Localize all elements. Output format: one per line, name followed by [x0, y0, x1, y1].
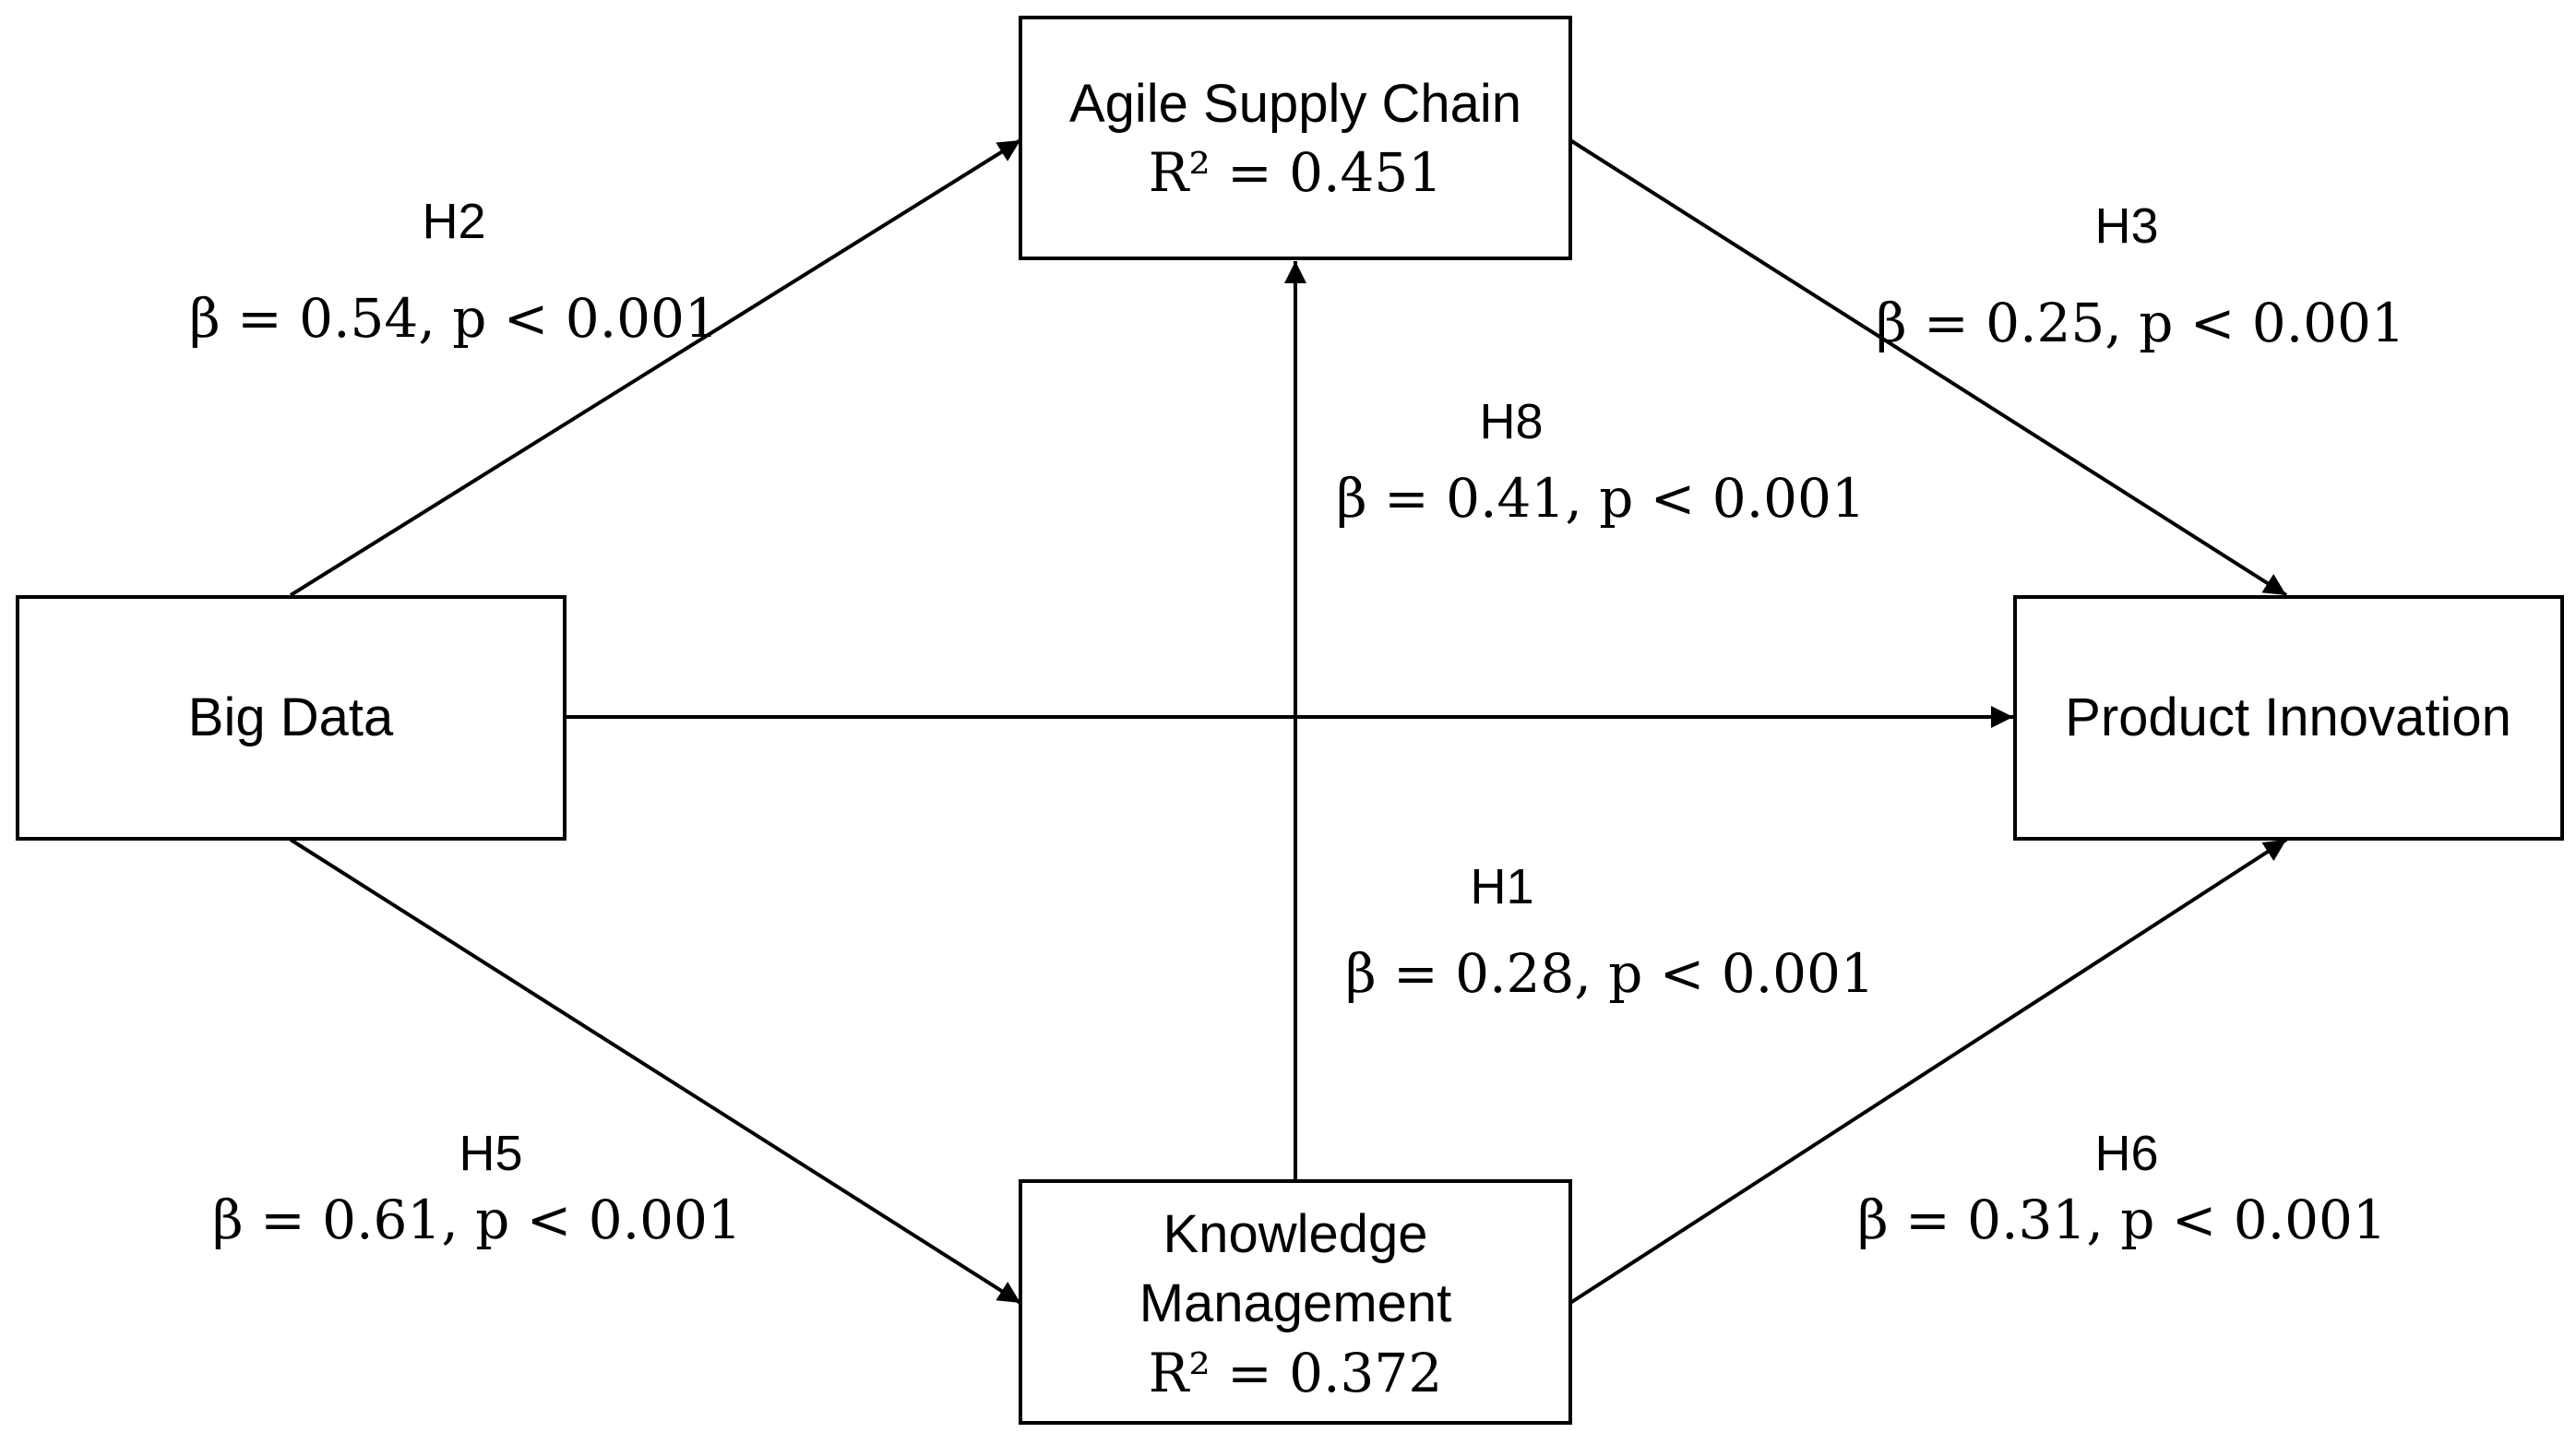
beta-p-value: β = 0.41, p < 0.001	[1336, 467, 1866, 530]
edge-agile-supply-chain-to-product-innovation	[1568, 138, 2288, 597]
beta-p-value: β = 0.61, p < 0.001	[212, 1188, 742, 1251]
node-label-line-2: Management	[1139, 1273, 1452, 1333]
edge-big-data-to-knowledge-management	[289, 838, 1022, 1305]
hypothesis-label: H6	[2094, 1126, 2158, 1181]
beta-p-value: β = 0.54, p < 0.001	[189, 287, 719, 350]
beta-p-value: β = 0.25, p < 0.001	[1876, 292, 2405, 354]
hypothesis-label: H3	[2094, 198, 2158, 254]
path-label-h3: H3 β = 0.25, p < 0.001	[1876, 198, 2405, 354]
node-big-data: Big Data	[16, 595, 566, 841]
hypothesis-label: H1	[1470, 859, 1533, 914]
path-label-h1: H1 β = 0.28, p < 0.001	[1345, 859, 1875, 1005]
node-label: Agile Supply Chain	[1069, 74, 1521, 134]
node-label: Product Innovation	[2065, 687, 2511, 747]
node-product-innovation: Product Innovation	[2013, 595, 2564, 841]
path-label-h5: H5 β = 0.61, p < 0.001	[212, 1126, 742, 1251]
path-label-h8: H8 β = 0.41, p < 0.001	[1336, 394, 1866, 530]
hypothesis-label: H5	[459, 1126, 522, 1181]
r-squared-value: R² = 0.372	[1149, 1342, 1442, 1404]
node-knowledge-management: Knowledge Management R² = 0.372	[1019, 1179, 1572, 1425]
node-agile-supply-chain: Agile Supply Chain R² = 0.451	[1019, 16, 1572, 260]
hypothesis-label: H2	[422, 194, 485, 249]
path-label-h6: H6 β = 0.31, p < 0.001	[1857, 1126, 2387, 1251]
edge-big-data-to-agile-supply-chain	[289, 138, 1022, 597]
path-label-h2: H2 β = 0.54, p < 0.001	[189, 194, 719, 350]
beta-p-value: β = 0.31, p < 0.001	[1857, 1188, 2387, 1251]
node-label-line-1: Knowledge	[1163, 1204, 1428, 1264]
node-label: Big Data	[188, 687, 394, 747]
edge-knowledge-management-to-product-innovation	[1568, 838, 2288, 1305]
r-squared-value: R² = 0.451	[1149, 141, 1442, 204]
beta-p-value: β = 0.28, p < 0.001	[1345, 942, 1875, 1005]
hypothesis-label: H8	[1479, 394, 1543, 449]
